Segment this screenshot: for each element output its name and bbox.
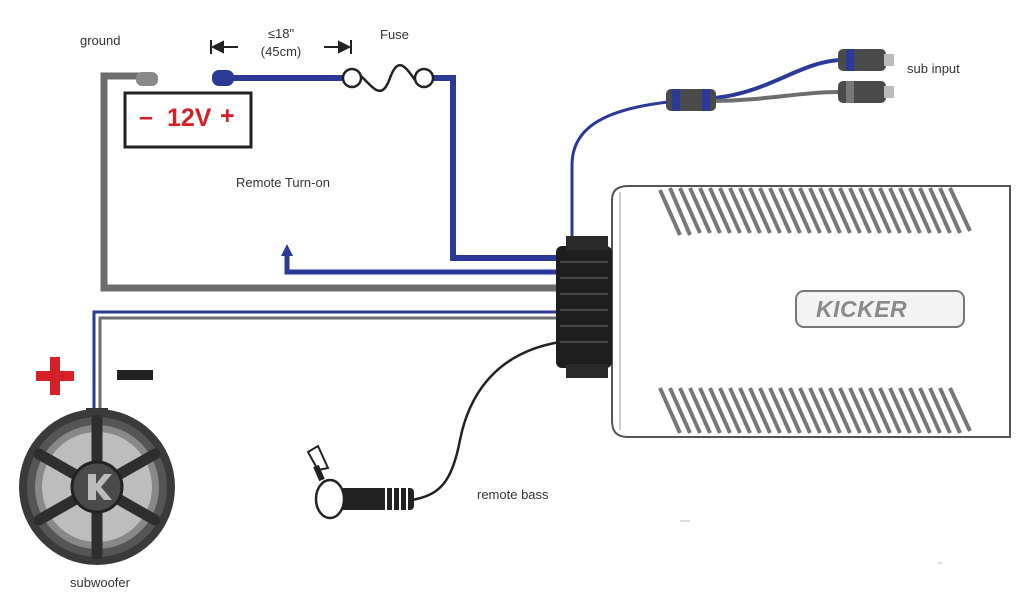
rca-connector-gray [838,81,894,103]
kicker-brand: KICKER [816,296,908,322]
battery-plus: + [220,102,235,130]
subwoofer [19,408,175,565]
length-marker [210,40,352,54]
minus-icon [117,370,153,380]
battery-voltage: 12V [167,104,212,132]
subwoofer-label: subwoofer [70,575,130,590]
fuse-label: Fuse [380,27,409,42]
heatsink-bottom [658,387,972,434]
ground-wire [100,72,560,292]
battery [123,70,253,149]
length-limit-in-label: ≤18" [267,26,295,41]
remote-turn-on-arrow-icon [281,244,293,256]
rca-split-gray [714,90,841,103]
remote-bass-label: remote bass [477,487,549,502]
power-wire-fused [430,75,560,261]
kicker-badge [795,290,965,328]
remote-bass-cable [411,340,561,502]
remote-bass-knob [306,444,414,520]
plus-icon [36,357,74,395]
fuse-icon [341,64,435,92]
amplifier [556,185,1011,438]
speaker-wire-negative [98,316,560,412]
rca-cable [570,100,669,250]
kicker-k-logo-icon [88,474,112,500]
rca-split-blue [714,58,841,100]
rca-connector-main [666,89,716,111]
heatsink-top [658,187,972,236]
ground-label: ground [80,33,121,48]
sub-input-label: sub input [907,61,960,76]
remote-turn-on-wire [284,256,560,275]
speaker-wire-positive [92,310,560,412]
battery-minus: – [139,103,153,131]
rca-connector-blue [838,49,894,71]
amp-terminal-block [556,246,612,368]
remote-turn-on-label: Remote Turn-on [236,175,330,190]
length-limit-cm-label: (45cm) [260,44,302,59]
